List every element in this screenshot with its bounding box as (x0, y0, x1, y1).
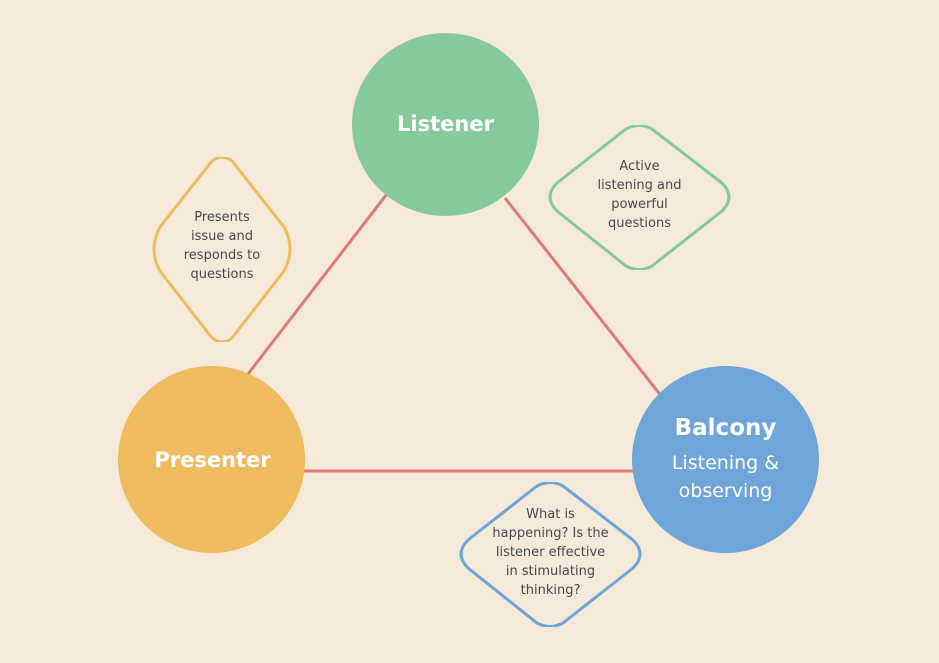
listener-circle (352, 33, 539, 216)
presenter-circle (118, 366, 305, 553)
balcony-card-line-2: happening? Is the (492, 526, 609, 541)
balcony-card-outline (459, 482, 642, 627)
presenter-node: Presenter (118, 366, 305, 553)
listener-description-card: Active listening and powerful questions (546, 125, 733, 270)
presenter-label: Presenter (154, 447, 271, 472)
balcony-circle (632, 366, 819, 553)
presenter-card-outline (152, 157, 292, 342)
listener-card-line-4: questions (608, 215, 671, 231)
listener-label: Listener (397, 111, 494, 136)
presenter-card-line-4: questions (190, 266, 254, 282)
balcony-sub-line-2: observing (678, 479, 773, 502)
balcony-sub-line-1: Listening & (671, 451, 780, 474)
presenter-card-line-2: issue and (191, 228, 253, 244)
balcony-card-line-3: listener effective (495, 545, 606, 560)
balcony-card-line-5: thinking? (520, 583, 581, 598)
balcony-node: Balcony Listening & observing (632, 366, 819, 553)
presenter-card-line-3: responds to (183, 247, 261, 263)
balcony-label: Balcony (674, 414, 777, 441)
balcony-card-line-1: What is (526, 507, 575, 522)
presenter-card-line-1: Presents (194, 209, 250, 225)
listener-card-line-2: listening and (597, 177, 682, 193)
listener-card-outline (548, 125, 731, 270)
listener-card-line-1: Active (619, 158, 660, 174)
link-listener-presenter (246, 189, 392, 375)
listener-node: Listener (352, 33, 539, 216)
balcony-description-card: What is happening? Is the listener effec… (457, 482, 644, 627)
balcony-card-line-4: in stimulating (505, 564, 596, 579)
presenter-description-card: Presents issue and responds to questions (148, 157, 296, 342)
listener-card-line-3: powerful (611, 196, 668, 212)
link-listener-balcony (503, 197, 664, 398)
